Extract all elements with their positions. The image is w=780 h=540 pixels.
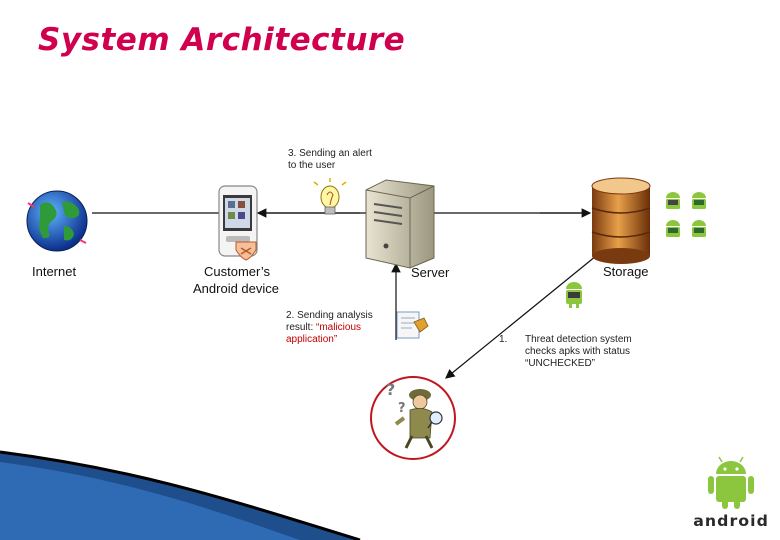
step3-line2: to the user [288, 160, 336, 171]
internet-globe-icon [26, 190, 88, 252]
bottom-decor-band [0, 450, 361, 540]
step1-annotation: Threat detection system checks apks with… [525, 334, 632, 370]
step3-line1: 3. Sending an alert [288, 148, 372, 159]
step2-line3: application” [286, 334, 338, 345]
internet-label: Internet [32, 264, 77, 279]
step1-line1: Threat detection system [525, 334, 632, 345]
threat-check-arrow [445, 255, 597, 379]
unchecked-apk-robot-icon [566, 282, 582, 308]
storage-label: Storage [603, 264, 649, 279]
page-title: System Architecture [38, 22, 406, 58]
server-icon [365, 179, 435, 269]
threat-detection-circle: ? ? [370, 376, 456, 460]
storage-database-icon [591, 177, 651, 264]
android-phone-icon [218, 185, 258, 257]
android-mascot-icon [708, 456, 754, 509]
step2-line1: 2. Sending analysis [286, 310, 373, 321]
step2-line2-text: result: “malicious [286, 322, 362, 333]
svg-text:?: ? [386, 380, 395, 399]
analysis-report-icon [396, 311, 429, 339]
android-logo-text: android [693, 512, 769, 530]
step2-line2: result: “malicious [286, 322, 373, 334]
server-label: Server [411, 265, 450, 280]
apk-robots-icon [666, 192, 706, 237]
step1-line2: checks apks with status [525, 346, 631, 357]
device-label-line1: Customer’s [204, 264, 270, 279]
alert-lightbulb-icon [313, 178, 347, 215]
step3-annotation: 3. Sending an alert to the user [288, 148, 372, 172]
malicious-highlight: “malicious [316, 322, 362, 333]
step2-annotation: 2. Sending analysis result: “malicious a… [286, 310, 373, 346]
step1-number: 1. [499, 334, 508, 345]
security-logo-icon [235, 241, 257, 261]
svg-text:?: ? [398, 401, 406, 416]
step1-line3: “UNCHECKED” [525, 358, 595, 369]
device-label-line2: Android device [193, 281, 279, 296]
